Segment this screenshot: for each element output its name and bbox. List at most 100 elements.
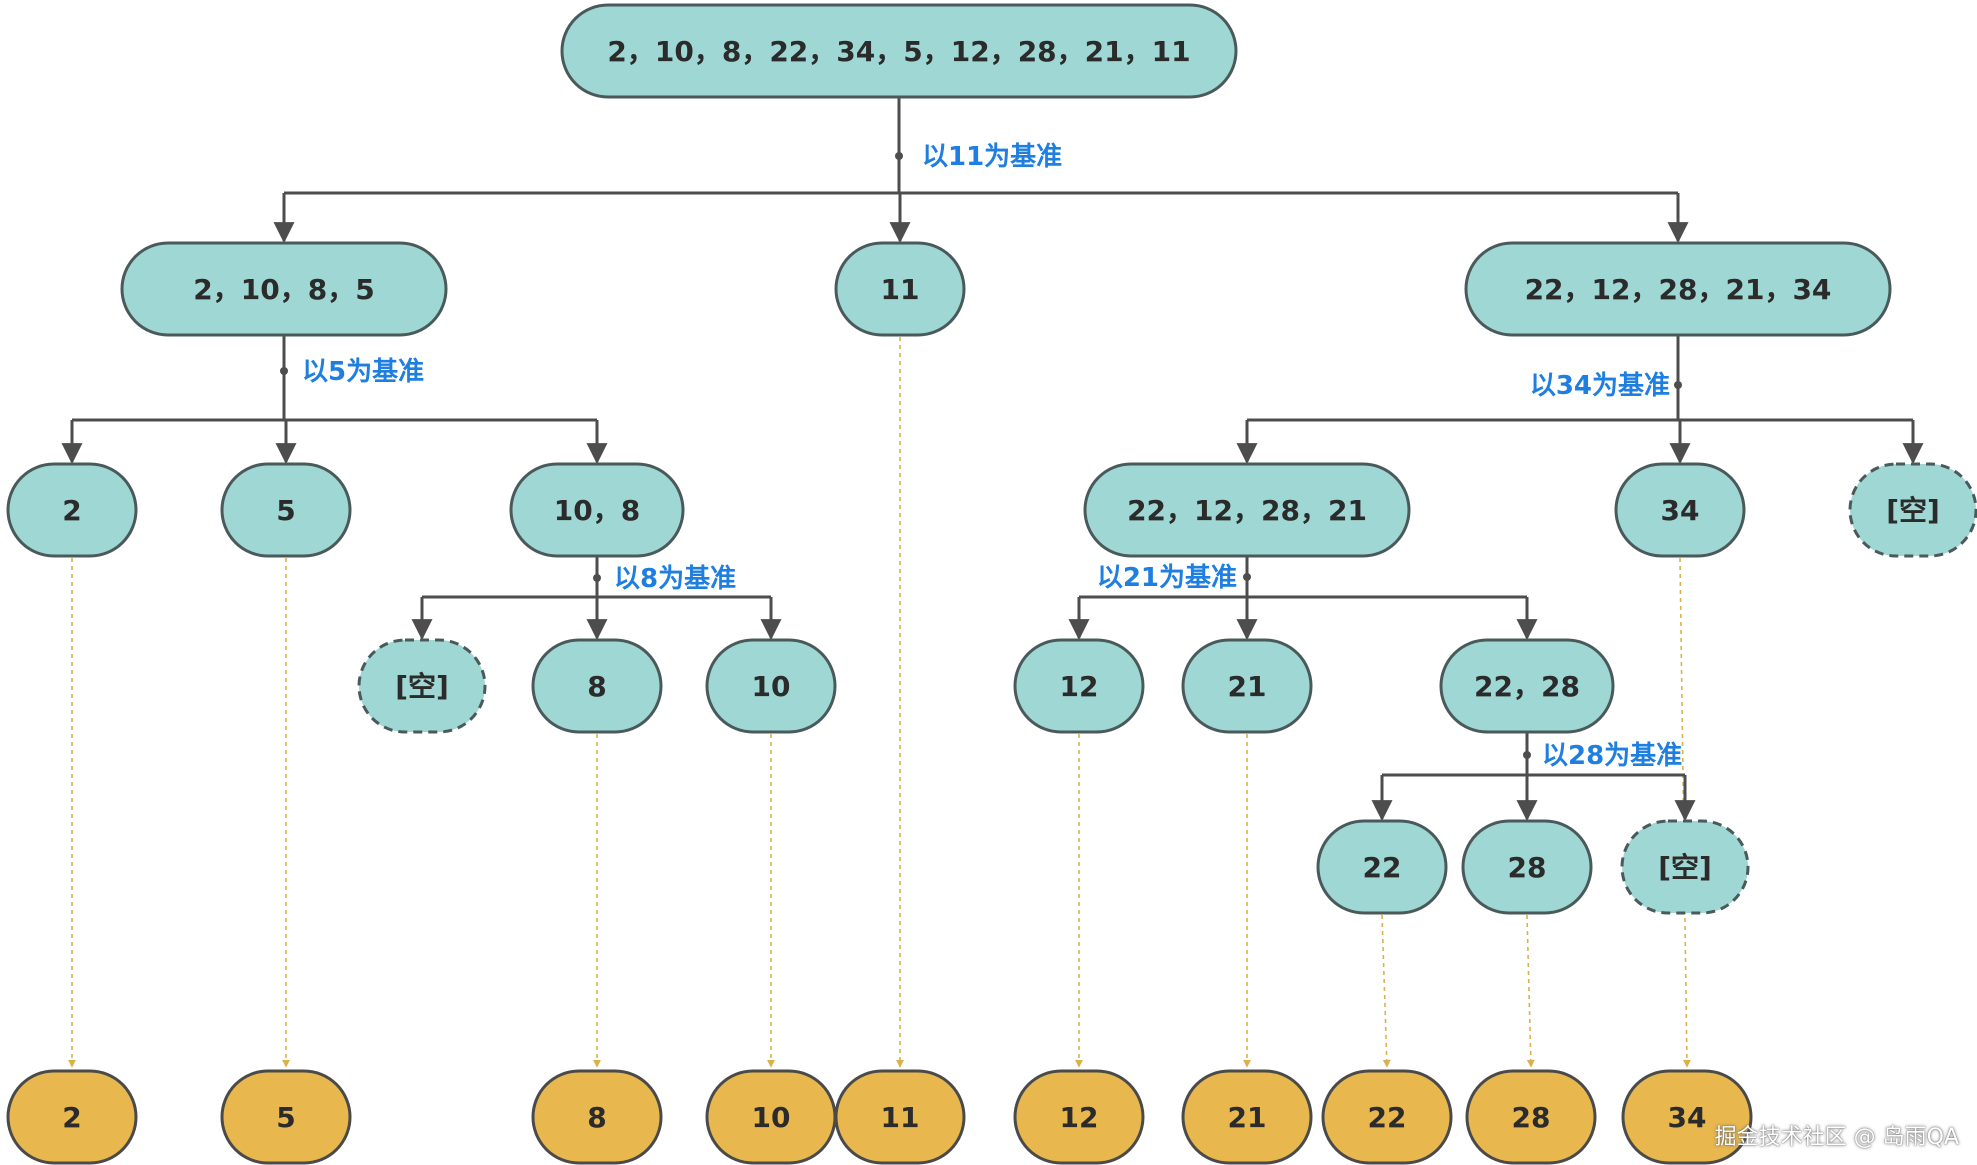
result-label: 8 (587, 1101, 606, 1134)
pivot-label: 以28为基准 (1542, 741, 1682, 771)
node-shape (1083, 462, 1411, 558)
node-shape (6, 462, 138, 558)
sorted-result-node: 21 (1181, 1069, 1313, 1165)
pivot-dot (1674, 381, 1682, 389)
result-label: 11 (881, 1101, 920, 1134)
split-connector (1068, 556, 1538, 641)
node-label: 2 (62, 494, 81, 527)
node-label: 21 (1228, 670, 1267, 703)
result-shape (6, 1069, 138, 1165)
split-connector (273, 97, 1689, 244)
split-connector (61, 335, 608, 465)
node-label: [空] (1886, 494, 1940, 527)
partition-node: 8 (531, 638, 663, 734)
node-label: 8 (587, 670, 606, 703)
node-shape (1848, 462, 1977, 558)
node-shape (1181, 638, 1313, 734)
result-label: 21 (1228, 1101, 1267, 1134)
node-shape (1316, 819, 1448, 915)
node-label: 34 (1661, 494, 1700, 527)
sorted-result-node: 10 (705, 1069, 837, 1165)
node-label: 11 (881, 273, 920, 306)
partition-node: 22 (1316, 819, 1448, 915)
split-connector (1371, 732, 1696, 822)
partition-node: 5 (220, 462, 352, 558)
result-shape (1013, 1069, 1145, 1165)
node-shape (834, 241, 966, 337)
result-shape (531, 1069, 663, 1165)
node-label: 5 (276, 494, 295, 527)
result-shape (1321, 1069, 1453, 1165)
pivot-dot (895, 152, 903, 160)
node-label: 22 (1363, 851, 1402, 884)
dashed-links (68, 337, 1691, 1068)
pivot-label: 以8为基准 (614, 564, 736, 594)
sorted-result-node: 12 (1013, 1069, 1145, 1165)
node-shape (1439, 638, 1615, 734)
result-label: 28 (1512, 1101, 1551, 1134)
sorted-result-node: 22 (1321, 1069, 1453, 1165)
result-label: 34 (1668, 1101, 1707, 1134)
node-shape (509, 462, 685, 558)
node-shape (120, 241, 448, 337)
partition-node: 22，12，28，21，34 (1464, 241, 1892, 337)
node-shape (1013, 638, 1145, 734)
result-label: 12 (1060, 1101, 1099, 1134)
result-shape (1621, 1069, 1753, 1165)
tree-edges (61, 97, 1924, 822)
node-shape (1614, 462, 1746, 558)
result-shape (220, 1069, 352, 1165)
pivot-label: 以21为基准 (1097, 563, 1237, 593)
pivot-dot (1523, 751, 1531, 759)
sorted-result-node: 11 (834, 1069, 966, 1165)
node-label: 22，28 (1474, 670, 1580, 703)
node-label: 22，12，28，21 (1127, 494, 1367, 527)
node-label: 10 (752, 670, 791, 703)
partition-node: 2 (6, 462, 138, 558)
empty-partition-node: [空] (1848, 462, 1977, 558)
partition-node: 10，8 (509, 462, 685, 558)
result-shape (1465, 1069, 1597, 1165)
partition-node: 34 (1614, 462, 1746, 558)
watermark-text: 掘金技术社区 @ 岛雨QA (1714, 1125, 1959, 1150)
partition-node: 2，10，8，5 (120, 241, 448, 337)
node-shape (220, 462, 352, 558)
node-shape (1464, 241, 1892, 337)
node-label: 28 (1508, 851, 1547, 884)
split-connector (411, 556, 782, 641)
sorted-result-node: 2 (6, 1069, 138, 1165)
node-label: 10，8 (554, 494, 640, 527)
sorted-result-node: 8 (531, 1069, 663, 1165)
node-shape (357, 638, 487, 734)
node-label: [空] (395, 670, 449, 703)
pivot-dot (280, 367, 288, 375)
pivot-dot (593, 574, 601, 582)
result-label: 22 (1368, 1101, 1407, 1134)
node-label: 22，12，28，21，34 (1525, 273, 1832, 306)
result-label: 2 (62, 1101, 81, 1134)
partition-node: 28 (1461, 819, 1593, 915)
node-shape (531, 638, 663, 734)
empty-partition-node: [空] (357, 638, 487, 734)
node-shape (1461, 819, 1593, 915)
partition-node: 11 (834, 241, 966, 337)
pivot-label: 以34为基准 (1530, 371, 1670, 401)
node-label: 2，10，8，5 (193, 273, 374, 306)
pivot-label: 以5为基准 (302, 357, 424, 387)
node-label: 12 (1060, 670, 1099, 703)
result-label: 10 (752, 1101, 791, 1134)
dashed-result-link (1679, 557, 1691, 1068)
node-shape (1620, 819, 1750, 915)
result-shape (1181, 1069, 1313, 1165)
node-label: 2，10，8，22，34，5，12，28，21，11 (607, 35, 1190, 68)
partition-node: 21 (1181, 638, 1313, 734)
node-shape (705, 638, 837, 734)
empty-partition-node: [空] (1620, 819, 1750, 915)
partition-node: 10 (705, 638, 837, 734)
result-shape (834, 1069, 966, 1165)
partition-node: 12 (1013, 638, 1145, 734)
node-shape (560, 3, 1238, 99)
pivot-labels: 以11为基准以5为基准以34为基准以8为基准以21为基准以28为基准 (302, 142, 1682, 771)
